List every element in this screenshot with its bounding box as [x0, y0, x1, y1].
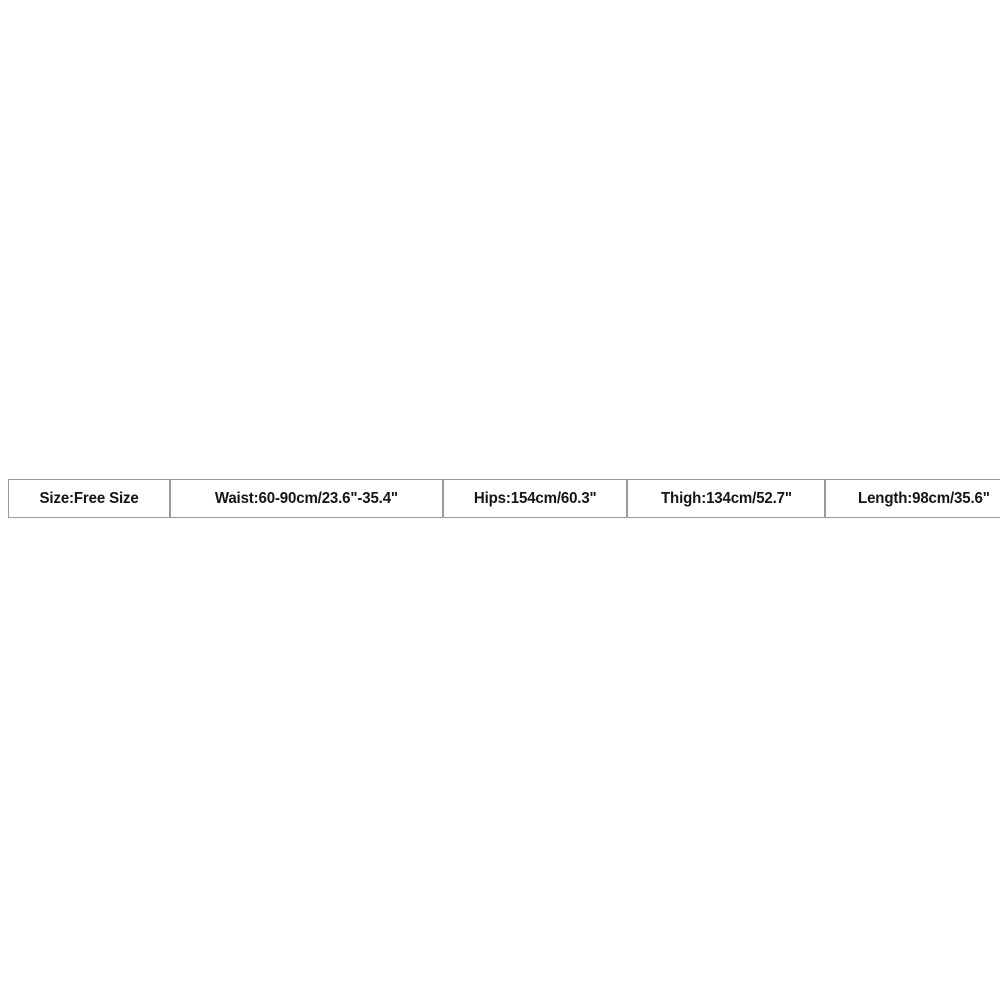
table-row: Size:Free Size Waist:60-90cm/23.6"-35.4"… [8, 479, 1000, 518]
size-chart-table: Size:Free Size Waist:60-90cm/23.6"-35.4"… [8, 479, 1000, 518]
cell-hips-label: Hips:154cm/60.3" [473, 489, 597, 507]
cell-waist-label: Waist:60-90cm/23.6"-35.4" [214, 489, 399, 507]
cell-hips: Hips:154cm/60.3" [443, 479, 627, 518]
cell-size-label: Size:Free Size [39, 489, 139, 507]
cell-length-label: Length:98cm/35.6" [857, 489, 990, 507]
cell-waist: Waist:60-90cm/23.6"-35.4" [170, 479, 443, 518]
cell-thigh: Thigh:134cm/52.7" [627, 479, 825, 518]
cell-thigh-label: Thigh:134cm/52.7" [660, 489, 792, 507]
size-chart-body: Size:Free Size Waist:60-90cm/23.6"-35.4"… [8, 479, 1000, 518]
cell-size: Size:Free Size [8, 479, 170, 518]
size-chart-container: Size:Free Size Waist:60-90cm/23.6"-35.4"… [8, 479, 1000, 518]
cell-length: Length:98cm/35.6" [825, 479, 1000, 518]
